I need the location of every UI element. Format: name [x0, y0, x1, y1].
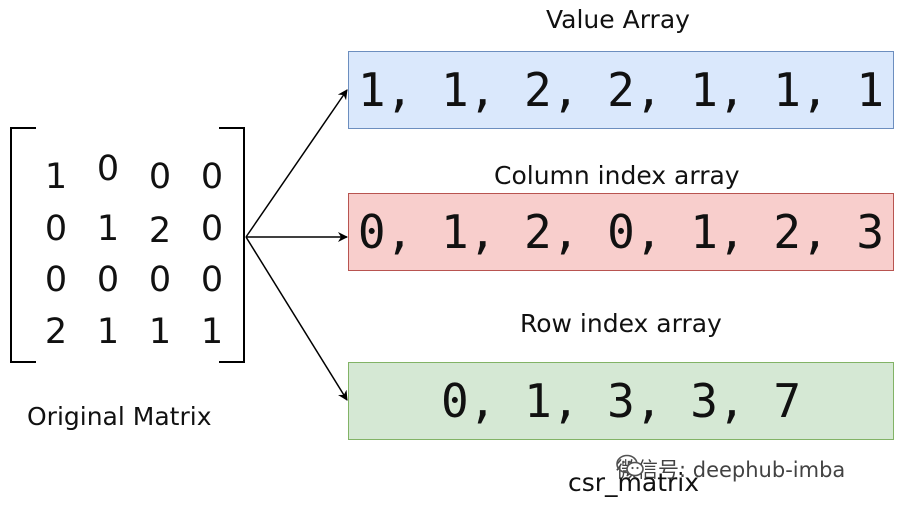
column-index-array-values: 0, 1, 2, 0, 1, 2, 3	[357, 205, 885, 259]
row-index-array-box: 0, 1, 3, 3, 7	[348, 362, 894, 440]
wechat-icon	[616, 454, 644, 477]
arrow-to-value-array	[245, 89, 348, 238]
matrix-cell: 1	[44, 157, 68, 197]
matrix-cell: 0	[200, 260, 224, 300]
matrix-cell: 1	[200, 312, 224, 352]
matrix-cell: 1	[96, 209, 120, 249]
matrix-cell: 2	[148, 211, 172, 251]
matrix-cell: 0	[96, 149, 120, 189]
matrix-cell: 1	[96, 312, 120, 352]
value-array-title: Value Array	[546, 5, 690, 34]
left-bracket	[10, 127, 36, 363]
value-array-box: 1, 1, 2, 2, 1, 1, 1	[348, 51, 894, 129]
right-bracket	[219, 127, 245, 363]
matrix-cell: 0	[44, 209, 68, 249]
matrix-cell: 2	[44, 312, 68, 352]
matrix-cell: 0	[96, 260, 120, 300]
arrow-to-row-index-array	[245, 236, 348, 401]
column-index-array-box: 0, 1, 2, 0, 1, 2, 3	[348, 193, 894, 271]
column-index-array-title: Column index array	[494, 161, 740, 190]
row-index-array-values: 0, 1, 3, 3, 7	[440, 374, 802, 428]
matrix-cell: 0	[148, 260, 172, 300]
row-index-array-title: Row index array	[520, 309, 722, 338]
matrix-cell: 0	[44, 260, 68, 300]
watermark-text: 微信号: deephub-imba	[616, 458, 846, 482]
matrix-cell: 0	[148, 157, 172, 197]
value-array-values: 1, 1, 2, 2, 1, 1, 1	[357, 63, 885, 117]
matrix-cell: 1	[148, 312, 172, 352]
matrix-cell: 0	[200, 209, 224, 249]
original-matrix-caption: Original Matrix	[27, 402, 212, 431]
watermark: 微信号: deephub-imba	[616, 454, 845, 484]
matrix-cell: 0	[200, 157, 224, 197]
